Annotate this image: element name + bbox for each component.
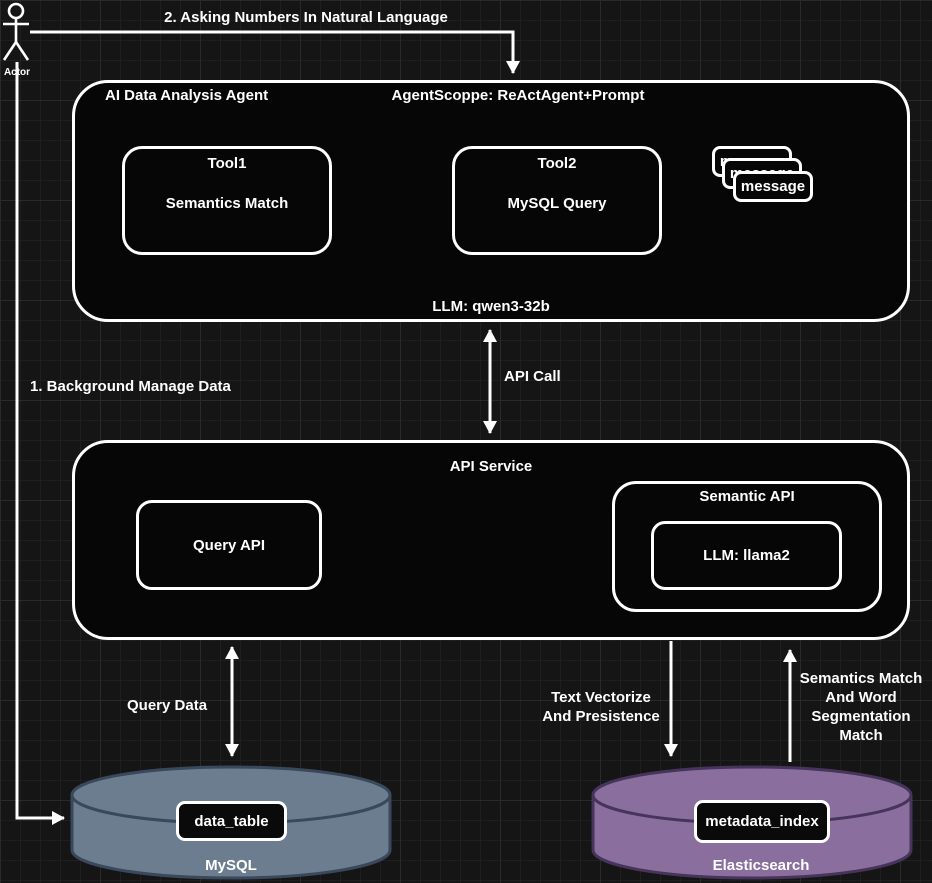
query-data-label: Query Data bbox=[127, 697, 208, 714]
agent-box: AI Data Analysis Agent AgentScoppe: ReAc… bbox=[72, 80, 910, 322]
arrow-asking-numbers bbox=[30, 30, 520, 74]
text-vectorize-label: Text Vectorize And Presistence bbox=[542, 689, 660, 725]
tool1-subtitle: Semantics Match bbox=[165, 195, 289, 212]
actor-label: Actor bbox=[3, 67, 31, 78]
query-api-label: Query API bbox=[193, 536, 265, 554]
semantic-api-llm-label: LLM: llama2 bbox=[703, 547, 790, 564]
elasticsearch-label: Elasticsearch bbox=[712, 857, 810, 874]
api-call-label: API Call bbox=[504, 368, 561, 385]
tool1-box: Tool1 Semantics Match bbox=[122, 146, 332, 255]
semantic-api-llm-box: LLM: llama2 bbox=[651, 521, 842, 590]
agent-llm-label: LLM: qwen3-32b bbox=[432, 298, 550, 315]
semantic-api-box: Semantic API LLM: llama2 bbox=[612, 481, 882, 612]
background-manage-label: 1. Background Manage Data bbox=[30, 378, 231, 395]
agent-scope-label: AgentScoppe: ReActAgent+Prompt bbox=[391, 87, 645, 104]
query-api-box: Query API bbox=[136, 500, 322, 590]
data-table-tag: data_table bbox=[176, 801, 287, 841]
arrow-background-manage bbox=[15, 62, 65, 825]
tool2-box: Tool2 MySQL Query bbox=[452, 146, 662, 255]
agent-title: AI Data Analysis Agent bbox=[105, 87, 269, 104]
mysql-label: MySQL bbox=[205, 857, 257, 874]
semantics-match-label: Semantics Match And Word Segmentation Ma… bbox=[799, 670, 923, 744]
actor-icon bbox=[2, 2, 30, 61]
tool2-title: Tool2 bbox=[537, 155, 577, 172]
api-service-title: API Service bbox=[449, 458, 533, 475]
metadata-index-tag: metadata_index bbox=[694, 800, 830, 843]
tool1-title: Tool1 bbox=[207, 155, 247, 172]
asking-numbers-label: 2. Asking Numbers In Natural Language bbox=[164, 9, 448, 26]
semantic-api-title: Semantic API bbox=[699, 488, 795, 505]
message-card-front: message bbox=[733, 171, 813, 202]
api-service-box: API Service Query API Semantic API LLM: … bbox=[72, 440, 910, 640]
tool2-subtitle: MySQL Query bbox=[507, 195, 607, 212]
